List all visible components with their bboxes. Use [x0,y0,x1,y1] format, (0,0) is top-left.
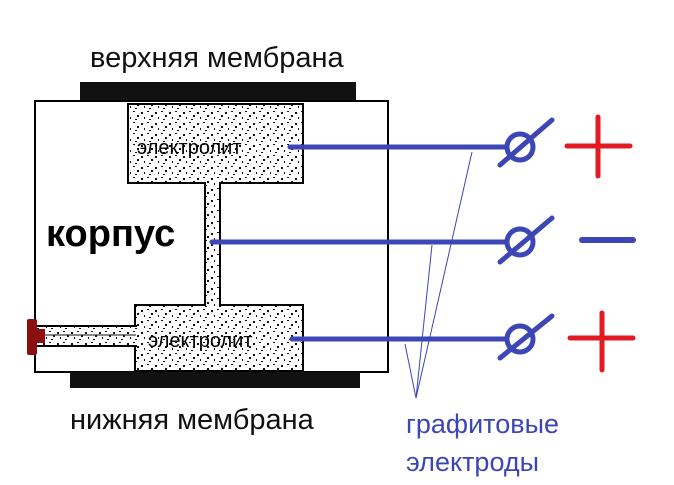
plus-sign-bottom [567,310,636,373]
electrolyte-bottom-label: электролит [148,330,253,352]
plus-sign-top [564,114,633,179]
electrolyte-fill [35,103,304,372]
bottom-membrane-label: нижняя мембрана [70,404,314,436]
electrodes-label-line1: графитовые [406,409,560,439]
top-membrane-label: верхняя мембрана [90,42,344,74]
bottom-membrane [70,372,360,388]
electrode-leader-lines [404,151,473,399]
electrolyte-top-label: электролит [137,137,242,159]
electrodes-label-line2: электроды [406,447,540,477]
housing-label: корпус [46,213,176,255]
electrodes-label: графитовые электроды [406,405,559,481]
terminal-switches [497,117,555,361]
electrode-wires [209,144,523,342]
fill-plug [27,319,37,355]
top-membrane [80,82,356,102]
